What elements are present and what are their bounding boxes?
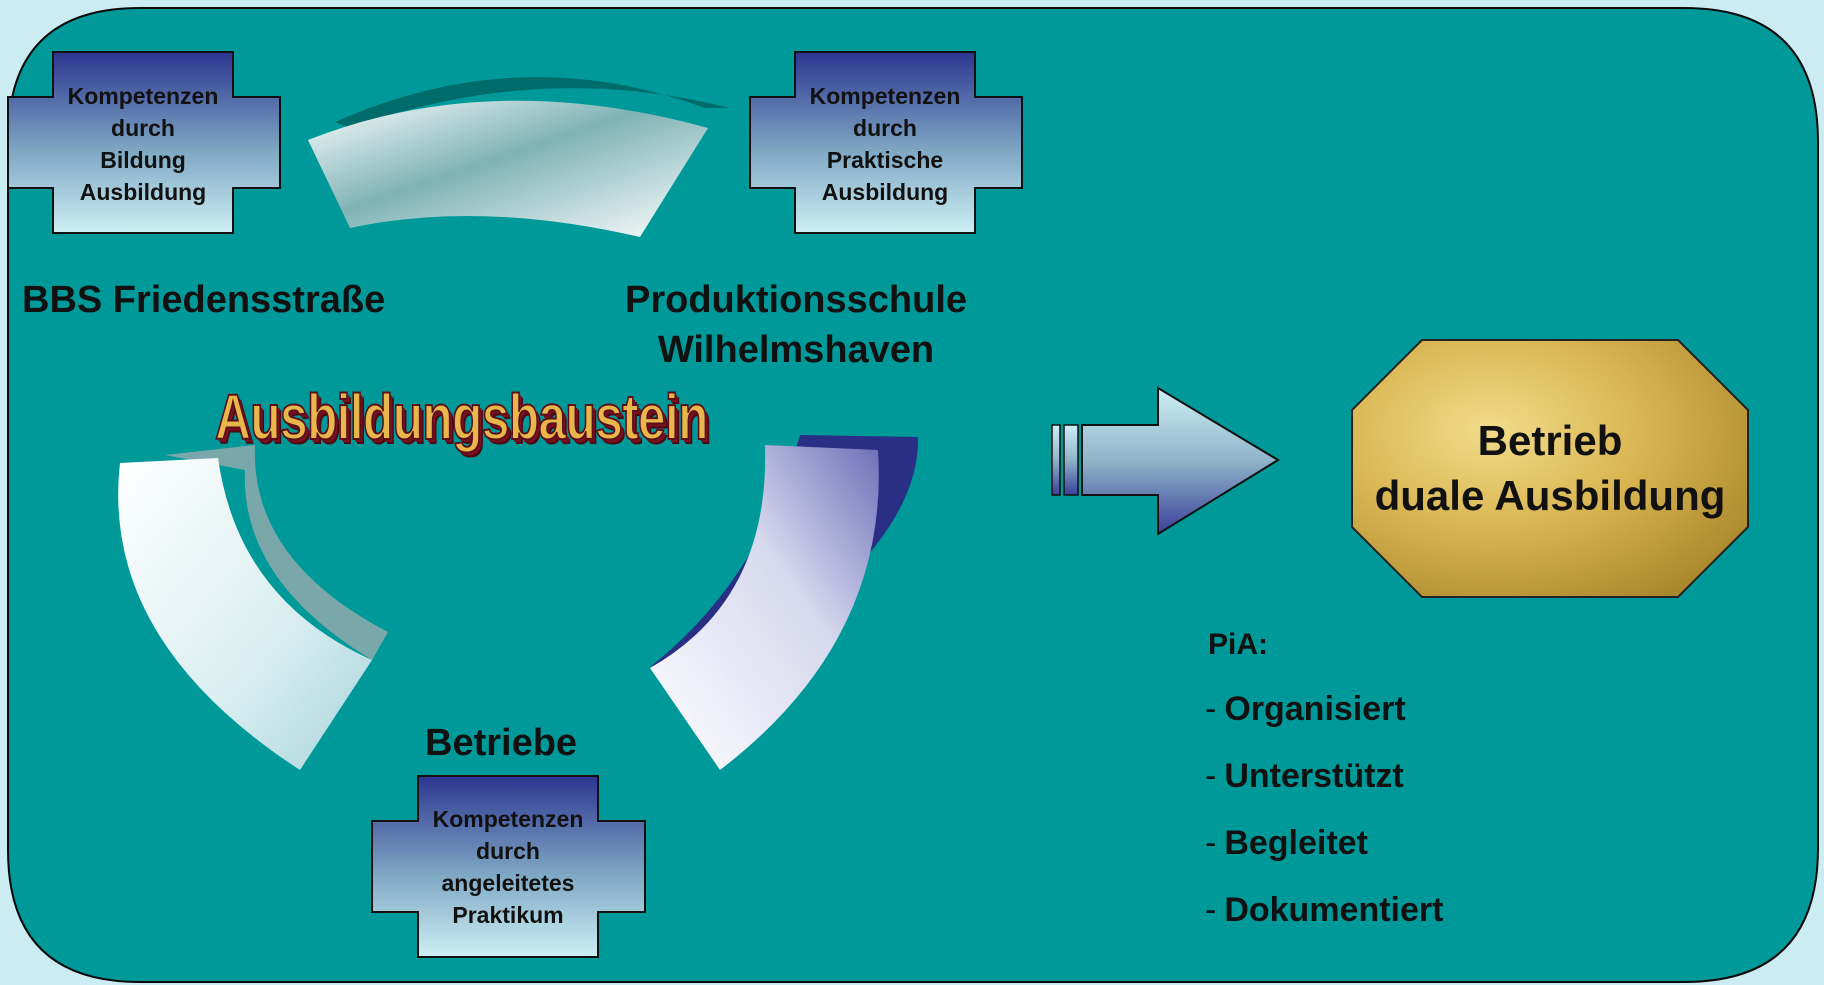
label-bbs: BBS Friedensstraße — [22, 279, 386, 321]
box-praxis-line-4: Ausbildung — [821, 179, 949, 205]
main-panel — [7, 7, 1819, 983]
pia-item: -Begleitet — [1205, 824, 1368, 862]
pia-item-label: Organisiert — [1224, 690, 1406, 728]
betrieb-octagon — [1351, 339, 1749, 598]
box-bildung-text: Kompetenzen durch Bildung Ausbildung — [53, 82, 233, 206]
center-title: Ausbildungsbaustein — [214, 380, 709, 454]
arrow-stripe-1 — [1051, 424, 1061, 496]
arc-left — [118, 458, 372, 770]
box-bildung-line-2: durch — [111, 115, 175, 141]
pia-item-label: Unterstützt — [1224, 757, 1404, 795]
pia-item: -Unterstützt — [1205, 757, 1404, 795]
arc-top-shadow — [335, 77, 730, 128]
box-praktikum-text: Kompetenzen durch angeleitetes Praktikum — [418, 805, 598, 929]
box-praktikum-line-4: Praktikum — [452, 902, 564, 928]
target-line-1: Betrieb — [1477, 417, 1623, 464]
pia-heading: PiA: — [1208, 628, 1268, 661]
label-produktionsschule-line-1: Produktionsschule — [624, 279, 968, 321]
box-praxis-line-1: Kompetenzen — [809, 83, 961, 109]
arrow-body — [1081, 386, 1280, 536]
arc-left-depth — [165, 445, 388, 660]
box-bildung-line-4: Ausbildung — [79, 179, 207, 205]
cross-praktikum — [371, 775, 646, 958]
box-praktikum-line-3: angeleitetes — [441, 870, 575, 896]
pia-item: -Organisiert — [1205, 690, 1406, 728]
pia-item-label: Dokumentiert — [1224, 891, 1444, 929]
box-praxis-line-3: Praktische — [826, 147, 944, 173]
cross-bildung — [7, 51, 281, 234]
pia-item: -Dokumentiert — [1205, 891, 1444, 929]
target-text: Betrieb duale Ausbildung — [1352, 413, 1748, 523]
box-praktikum-line-1: Kompetenzen — [432, 806, 584, 832]
label-produktionsschule-line-2: Wilhelmshaven — [657, 329, 935, 371]
target-line-2: duale Ausbildung — [1374, 472, 1726, 519]
arc-top — [308, 100, 708, 238]
arc-right — [650, 445, 879, 770]
pia-list: -Organisiert -Unterstützt -Begleitet -Do… — [1205, 676, 1443, 944]
pia-item-label: Begleitet — [1224, 824, 1368, 862]
box-praxis-text: Kompetenzen durch Praktische Ausbildung — [795, 82, 975, 206]
arrow-stripe-2 — [1063, 424, 1079, 496]
box-praxis-line-2: durch — [853, 115, 917, 141]
cross-praxis — [749, 51, 1023, 234]
box-bildung-line-3: Bildung — [100, 147, 186, 173]
box-praktikum-line-2: durch — [476, 838, 540, 864]
box-bildung-line-1: Kompetenzen — [67, 83, 219, 109]
label-betriebe: Betriebe — [425, 722, 578, 764]
label-produktionsschule: Produktionsschule Wilhelmshaven — [598, 275, 994, 375]
